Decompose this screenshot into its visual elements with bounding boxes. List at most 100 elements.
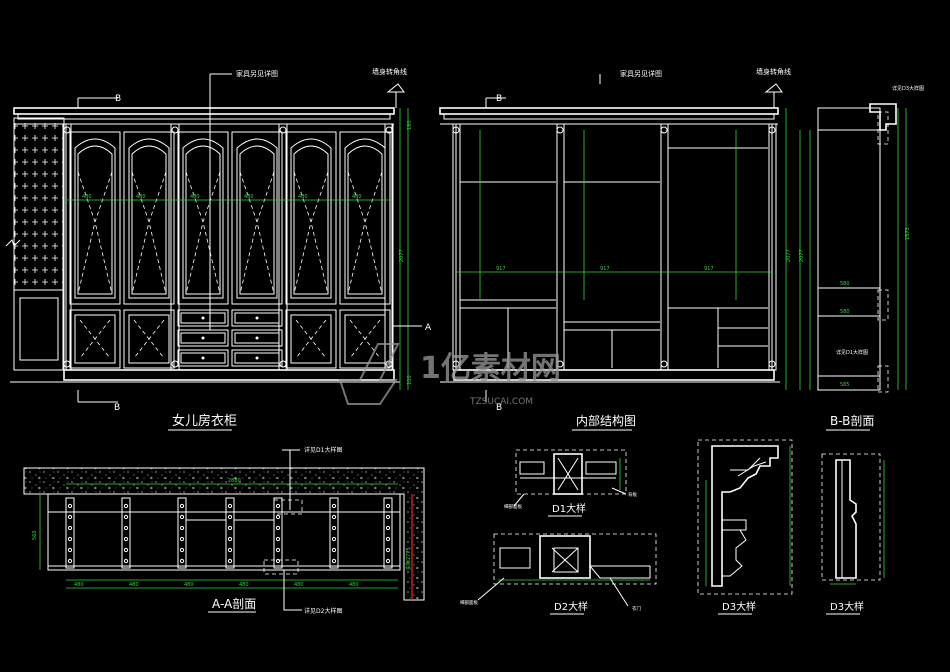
detail-d3-crown: [697, 439, 793, 595]
rosette: [279, 126, 287, 134]
dimension-label: 480: [239, 582, 249, 588]
arched-glass-panel: [128, 138, 170, 299]
door-upper-frame: [69, 131, 121, 305]
svg-text:580: 580: [840, 281, 850, 287]
section-post: [177, 497, 187, 569]
rosette: [556, 126, 564, 134]
section-mark-b: B: [114, 403, 120, 413]
dimension-label: 917: [496, 266, 506, 272]
rosette: [452, 360, 460, 368]
svg-text:详见D3大样图: 详见D3大样图: [892, 85, 924, 92]
rosette: [63, 360, 71, 368]
drawer: [177, 349, 229, 367]
dimension-label: 480: [82, 194, 92, 200]
detail-d3-base: [821, 453, 885, 585]
concrete-wall: [23, 467, 425, 601]
section-post: [121, 497, 131, 569]
dimension-label: 480: [74, 582, 84, 588]
internal-divider: [768, 123, 777, 371]
rosette: [171, 360, 179, 368]
dimension-label: 480: [294, 582, 304, 588]
section-mark-b: B: [115, 94, 121, 104]
svg-text:1573: 1573: [905, 227, 911, 240]
section-bb: 2077 1573 580 580 585 详见D3大样图 详见D1大样图: [799, 85, 924, 393]
crown-profile: [869, 103, 897, 131]
arched-glass-panel: [290, 138, 332, 299]
svg-text:TZSUCAI.COM: TZSUCAI.COM: [469, 397, 533, 407]
svg-text:580: 580: [840, 309, 850, 315]
dimension-label: 480: [244, 194, 254, 200]
svg-text:2880: 2880: [228, 478, 241, 484]
svg-text:180: 180: [407, 120, 413, 130]
internal-divider: [452, 123, 461, 371]
title-section-bb: B-B剖面: [830, 414, 874, 428]
note-wall-line: 墙身转角线: [756, 67, 791, 76]
title-d3-a: D3大样: [722, 600, 756, 613]
svg-text:细部面板: 细部面板: [460, 599, 478, 606]
door-lower-panel: [285, 309, 337, 369]
drawer-knob: [255, 316, 259, 320]
drawer-knob: [201, 316, 205, 320]
svg-text:2077: 2077: [799, 249, 805, 262]
drawer: [231, 349, 283, 367]
title-section-aa: A-A剖面: [212, 597, 256, 611]
arched-glass-panel: [182, 138, 224, 299]
note-see-d1: 详见D1大样图: [304, 446, 342, 454]
note-furniture-ref: 家具另见详图: [620, 69, 662, 78]
rosette: [768, 360, 776, 368]
dimension-label: 480: [298, 194, 308, 200]
tufted-wall-panel: [13, 117, 65, 291]
detail-d2: 细部面板 衣门: [460, 533, 657, 612]
svg-text:背板: 背板: [628, 491, 637, 498]
title-d2: D2大样: [554, 600, 588, 613]
title-internal: 内部结构图: [576, 413, 636, 428]
svg-text:1亿素材网: 1亿素材网: [420, 351, 561, 386]
watermark-logo: 1亿素材网 TZSUCAI.COM: [338, 343, 561, 407]
dimension-label: 480: [184, 582, 194, 588]
note-furniture-ref: 家具另见详图: [236, 69, 278, 78]
internal-divider: [660, 123, 669, 371]
door-lower-panel: [123, 309, 175, 369]
svg-text:详见D1大样图: 详见D1大样图: [836, 349, 868, 356]
title-d1: D1大样: [552, 502, 586, 515]
door-upper-frame: [339, 131, 391, 305]
dimension-label: 480: [129, 582, 139, 588]
section-post: [225, 497, 235, 569]
dimension-label: 917: [600, 266, 610, 272]
door-upper-frame: [231, 131, 283, 305]
title-wardrobe: 女儿房衣柜: [172, 413, 237, 429]
dimension-label: 480: [136, 194, 146, 200]
rosette: [452, 126, 460, 134]
drawer-section: [233, 519, 275, 567]
drawer-knob: [255, 356, 259, 360]
svg-text:100: 100: [407, 375, 413, 385]
svg-text:衣门: 衣门: [632, 605, 641, 612]
svg-text:B: B: [496, 403, 502, 413]
door-upper-frame: [177, 131, 229, 305]
dimension-label: 480: [352, 194, 362, 200]
title-d3-b: D3大样: [830, 600, 864, 613]
dimension-label: 480: [349, 582, 359, 588]
rosette: [768, 126, 776, 134]
rosette: [556, 360, 564, 368]
door-upper-frame: [285, 131, 337, 305]
wainscot-panel: [13, 289, 65, 371]
drawer: [177, 329, 229, 347]
arched-glass-panel: [74, 138, 116, 299]
base-plinth: [63, 369, 395, 381]
rosette: [171, 126, 179, 134]
dimension-label: 917: [704, 266, 714, 272]
door-lower-panel: [69, 309, 121, 369]
internal-divider: [556, 123, 565, 371]
drawer: [231, 309, 283, 327]
drawer-knob: [255, 336, 259, 340]
section-post: [273, 497, 283, 569]
svg-text:细部面板: 细部面板: [504, 503, 522, 510]
drawer-knob: [201, 356, 205, 360]
rosette: [63, 126, 71, 134]
rosette: [660, 360, 668, 368]
note-see-d2: 详见D2大样图: [304, 607, 342, 615]
